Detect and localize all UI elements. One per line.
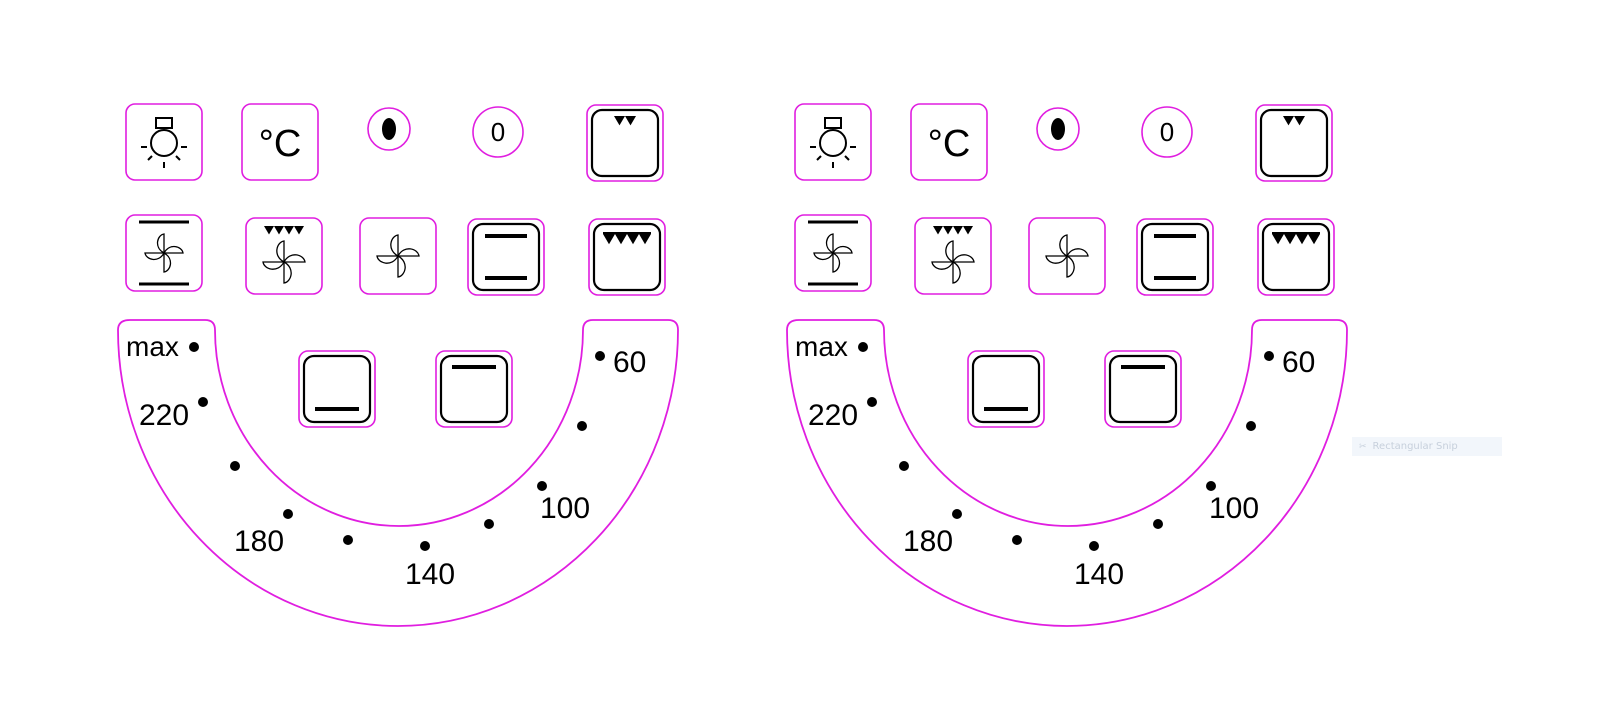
dial-tick-dot — [1012, 535, 1022, 545]
fan-grill-icon[interactable] — [245, 217, 323, 295]
fan-icon[interactable] — [1028, 217, 1106, 295]
dial-label-100: 100 — [540, 492, 590, 525]
dial-tick-dot — [899, 461, 909, 471]
dial-label-60: 60 — [1282, 346, 1315, 379]
right-control-panel: max 220 180 140 100 60 °C 0 — [786, 103, 1348, 627]
dial-label-180: 180 — [234, 525, 284, 558]
indicator-zero-icon[interactable]: 0 — [1141, 106, 1193, 158]
dial-tick-dot — [858, 342, 868, 352]
top-heat-small-icon[interactable] — [1255, 104, 1333, 182]
temperature-dial[interactable]: max 220 180 140 100 60 — [117, 319, 679, 627]
bottom-heat-icon[interactable] — [967, 350, 1045, 428]
lamp-icon[interactable] — [794, 103, 872, 181]
zero-label: 0 — [491, 117, 505, 147]
dial-tick-dot — [537, 481, 547, 491]
dial-tick-dot — [1153, 519, 1163, 529]
dial-tick-dot — [1206, 481, 1216, 491]
indicator-zero-icon[interactable]: 0 — [472, 106, 524, 158]
dial-label-60: 60 — [613, 346, 646, 379]
celsius-label: °C — [928, 123, 971, 165]
dial-tick-dot — [952, 509, 962, 519]
grill-full-icon[interactable] — [1257, 218, 1335, 296]
fan-icon[interactable] — [359, 217, 437, 295]
lamp-icon[interactable] — [125, 103, 203, 181]
left-control-panel: max 220 180 140 100 60 °C 0 — [117, 103, 679, 627]
fan-top-bottom-icon[interactable] — [125, 214, 203, 292]
top-bottom-heat-icon[interactable] — [1136, 218, 1214, 296]
dial-tick-dot — [867, 397, 877, 407]
dial-tick-dot — [484, 519, 494, 529]
celsius-icon[interactable]: °C — [241, 103, 319, 181]
top-heat-small-icon[interactable] — [586, 104, 664, 182]
celsius-icon[interactable]: °C — [910, 103, 988, 181]
snip-icon: ✂ — [1359, 441, 1367, 452]
fan-top-bottom-icon[interactable] — [794, 214, 872, 292]
celsius-label: °C — [259, 123, 302, 165]
dial-label-100: 100 — [1209, 492, 1259, 525]
dial-tick-dot — [1089, 541, 1099, 551]
dial-label-220: 220 — [808, 399, 858, 432]
dial-tick-dot — [595, 351, 605, 361]
dial-tick-dot — [198, 397, 208, 407]
zero-label: 0 — [1160, 117, 1174, 147]
fan-grill-icon[interactable] — [914, 217, 992, 295]
dial-tick-dot — [283, 509, 293, 519]
dial-label-max: max — [795, 331, 848, 362]
top-heat-icon[interactable] — [1104, 350, 1182, 428]
dial-label-180: 180 — [903, 525, 953, 558]
dial-label-140: 140 — [405, 558, 455, 591]
dial-label-max: max — [126, 331, 179, 362]
dial-tick-dot — [189, 342, 199, 352]
dial-label-140: 140 — [1074, 558, 1124, 591]
dial-tick-dot — [343, 535, 353, 545]
grill-full-icon[interactable] — [588, 218, 666, 296]
dial-label-220: 220 — [139, 399, 189, 432]
indicator-filled-icon[interactable] — [367, 107, 411, 151]
bottom-heat-icon[interactable] — [298, 350, 376, 428]
dial-tick-dot — [230, 461, 240, 471]
dial-tick-dot — [577, 421, 587, 431]
tooltip-label: Rectangular Snip — [1372, 441, 1458, 452]
dial-tick-dot — [420, 541, 430, 551]
top-bottom-heat-icon[interactable] — [467, 218, 545, 296]
top-heat-icon[interactable] — [435, 350, 513, 428]
rectangular-snip-tooltip: ✂ Rectangular Snip — [1352, 437, 1502, 456]
temperature-dial[interactable]: max 220 180 140 100 60 — [786, 319, 1348, 627]
indicator-filled-icon[interactable] — [1036, 107, 1080, 151]
dial-tick-dot — [1264, 351, 1274, 361]
dial-tick-dot — [1246, 421, 1256, 431]
